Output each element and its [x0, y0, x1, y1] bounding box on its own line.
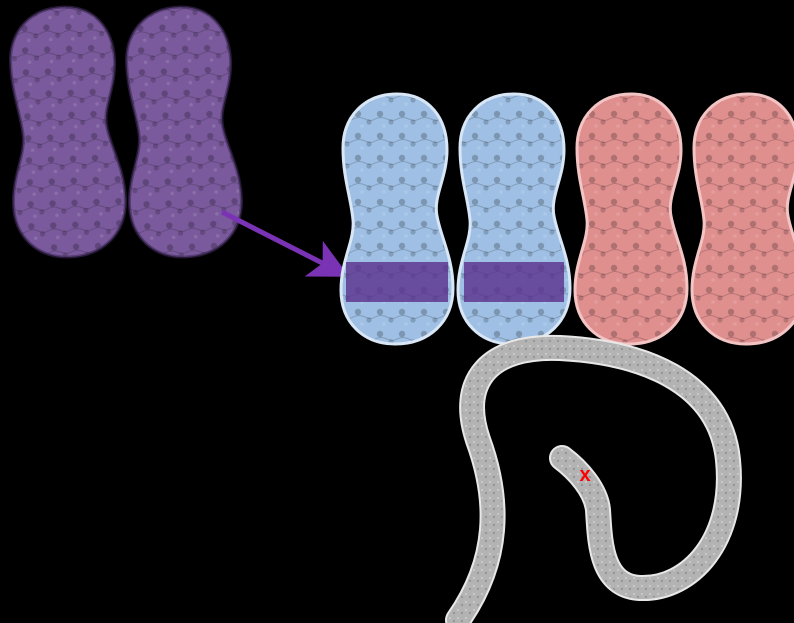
blue-peanut-banded	[341, 94, 453, 344]
purple-band	[464, 262, 564, 302]
purple-band	[346, 262, 448, 302]
arrow-right-icon	[222, 212, 336, 270]
red-peanut	[692, 94, 794, 344]
marker-x: x	[579, 464, 590, 486]
purple-peanut	[7, 5, 128, 259]
red-peanut	[575, 94, 687, 344]
nematode-icon	[458, 348, 729, 620]
purple-peanut	[123, 5, 244, 259]
blue-peanut-banded	[458, 94, 570, 344]
